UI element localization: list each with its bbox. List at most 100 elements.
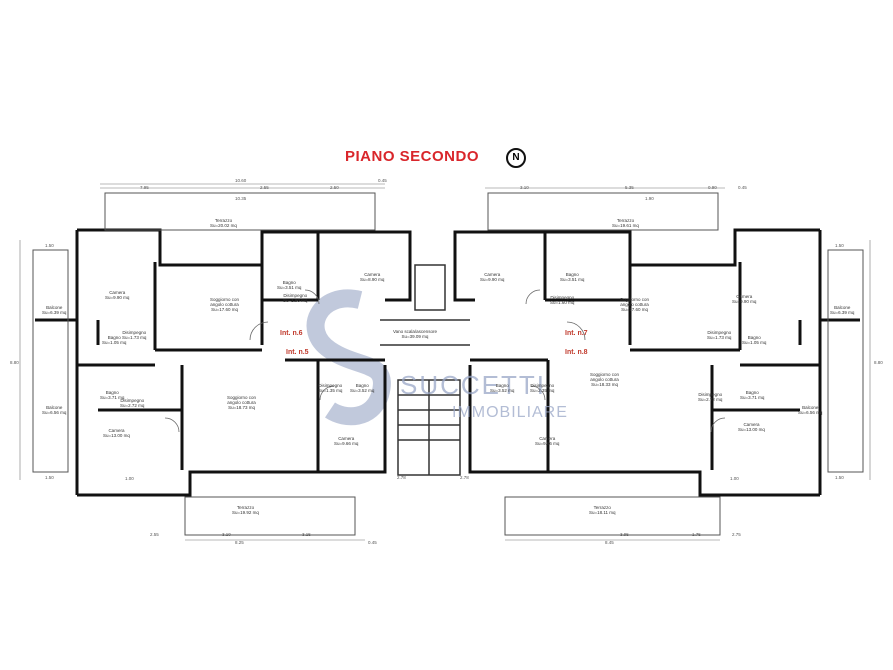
dimension-label: 1.50 [45, 475, 54, 480]
room-label-line: Su=39.09 mq [401, 334, 429, 339]
room-label-line: Terrazzo [214, 218, 233, 223]
dimension-label: 1.50 [835, 243, 844, 248]
room-label-line: Camera [108, 428, 125, 433]
room-label-line: Su=1.05 mq [102, 340, 127, 345]
dimension-label: 3.15 [302, 532, 311, 537]
watermark-sub: IMMOBILIARE [452, 404, 568, 421]
room-label-line: Bagno [745, 390, 759, 395]
dimension-label: 7.95 [140, 185, 149, 190]
room-label-line: Balcone [46, 405, 63, 410]
room-label-line: Soggiorno con [590, 372, 620, 377]
room-label-line: Su=9.66 mq [535, 441, 560, 446]
room-label-line: Disimpegno [550, 295, 575, 300]
room-label-line: Balcone [834, 305, 851, 310]
room-label-line: Bagno [105, 390, 119, 395]
dimension-lines [19, 183, 871, 541]
room-label-line: Camera [109, 290, 126, 295]
dimension-label: 3.95 [620, 532, 629, 537]
room-label-line: Su=1.73 mq [707, 335, 732, 340]
room-label-line: Camera [539, 436, 556, 441]
apartment-label: Int. n.6 [280, 330, 303, 337]
room-label-line: Su=18.33 mq [591, 382, 618, 387]
room-label-line: Su=1.73 mq [122, 335, 147, 340]
page-title: PIANO SECONDO [345, 148, 480, 165]
room-label-line: angolo cottura [210, 302, 239, 307]
apartment-label: Int. n.7 [565, 330, 588, 337]
room-label-line: angolo cottura [620, 302, 649, 307]
room-label-line: Terrazzo [616, 218, 635, 223]
room-label-line: Su=1.35 mq [318, 388, 343, 393]
dimension-label: 5.35 [625, 185, 634, 190]
room-label-line: Bagno [495, 383, 509, 388]
watermark-main: SUCCETTI [400, 370, 546, 400]
door-swings [164, 289, 726, 433]
room-label-line: Balcone [802, 405, 819, 410]
dimension-label: 2.78 [397, 475, 406, 480]
dimension-label: 8.80 [874, 360, 883, 365]
dimension-label: 0.45 [378, 178, 387, 183]
terraces [32, 192, 864, 536]
room-label-line: Camera [364, 272, 381, 277]
room-label-line: Disimpegno [122, 330, 147, 335]
room-label-line: Su=6.39 mq [830, 310, 855, 315]
room-label-line: Camera [484, 272, 501, 277]
room-label-line: Su=3.71 mq [740, 395, 765, 400]
dimension-label: 3.10 [520, 185, 529, 190]
room-label-line: Su=9.90 mq [480, 277, 505, 282]
room-label-line: Su=19.61 mq [612, 223, 639, 228]
room-label-line: Su=3.51 mq [560, 277, 585, 282]
room-label-line: Bagno [355, 383, 369, 388]
dimension-label: 2.78 [460, 475, 469, 480]
room-label-line: Disimpegno [530, 383, 555, 388]
room-label-line: Disimpegno [698, 392, 723, 397]
room-label-line: Terrazzo [593, 505, 611, 510]
apartment-label: Int. n.5 [286, 349, 309, 356]
room-label-line: Su=2.72 mq [120, 403, 145, 408]
stair-core [380, 264, 470, 476]
apartment-label: Int. n.8 [565, 349, 588, 356]
room-label-line: Su=3.52 mq [350, 388, 375, 393]
north-icon: N [506, 148, 526, 168]
room-label-line: Disimpegno [707, 330, 732, 335]
room-label-line: Su=1.90 mq [283, 298, 308, 303]
room-label-line: Su=1.05 mq [742, 340, 767, 345]
dimension-label: 1.75 [692, 532, 701, 537]
room-label-line: Su=1.60 mq [550, 300, 575, 305]
room-label-line: Su=18.11 mq [589, 510, 616, 515]
room-label-line: Soggiorno con [210, 297, 240, 302]
room-label-line: angolo cottura [590, 377, 619, 382]
room-label-line: Camera [736, 294, 753, 299]
room-label-line: Su=13.00 mq [738, 427, 765, 432]
dimension-label: 0.45 [738, 185, 747, 190]
room-label-line: Su=3.71 mq [100, 395, 125, 400]
room-label-line: Su=6.56 mq [798, 410, 823, 415]
dimension-label: 1.50 [835, 475, 844, 480]
room-label-line: Camera [338, 436, 355, 441]
dimension-label: 1.50 [45, 243, 54, 248]
room-label-line: Su=9.90 mq [732, 299, 757, 304]
